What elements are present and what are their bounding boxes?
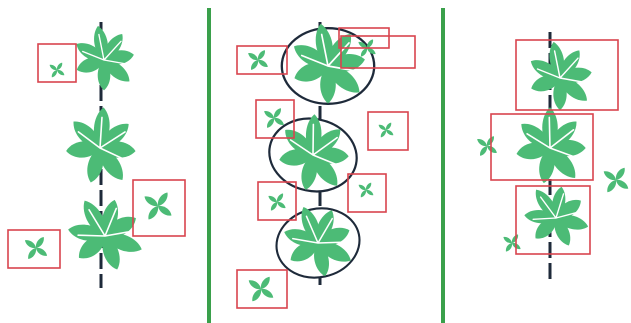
weed-seedling-icon [378, 122, 395, 139]
weed-seedling-icon [602, 166, 630, 194]
bounding-box [38, 44, 76, 82]
crop-plant-icon [282, 22, 374, 103]
weed-seedling-icon [23, 235, 48, 260]
crop-plant-icon [73, 25, 135, 91]
crop-plant-icon [57, 184, 152, 281]
weed-seedling-icon [49, 62, 66, 79]
panel-right [476, 32, 630, 283]
weed-seedling-icon [502, 233, 522, 253]
weed-seedling-icon [143, 191, 174, 222]
bounding-box [348, 174, 386, 212]
weed-seedling-icon [263, 107, 285, 129]
weed-seedling-icon [358, 182, 375, 199]
bounding-box [237, 46, 287, 74]
crop-plant-icon [269, 196, 366, 285]
panel-middle [237, 22, 415, 308]
panel-left [8, 22, 185, 288]
crop-plant-icon [527, 41, 593, 111]
weed-seedling-icon [267, 192, 287, 212]
weed-seedling-icon [476, 135, 498, 157]
weed-seedling-icon [247, 49, 269, 71]
weed-seedling-icon [247, 275, 275, 303]
